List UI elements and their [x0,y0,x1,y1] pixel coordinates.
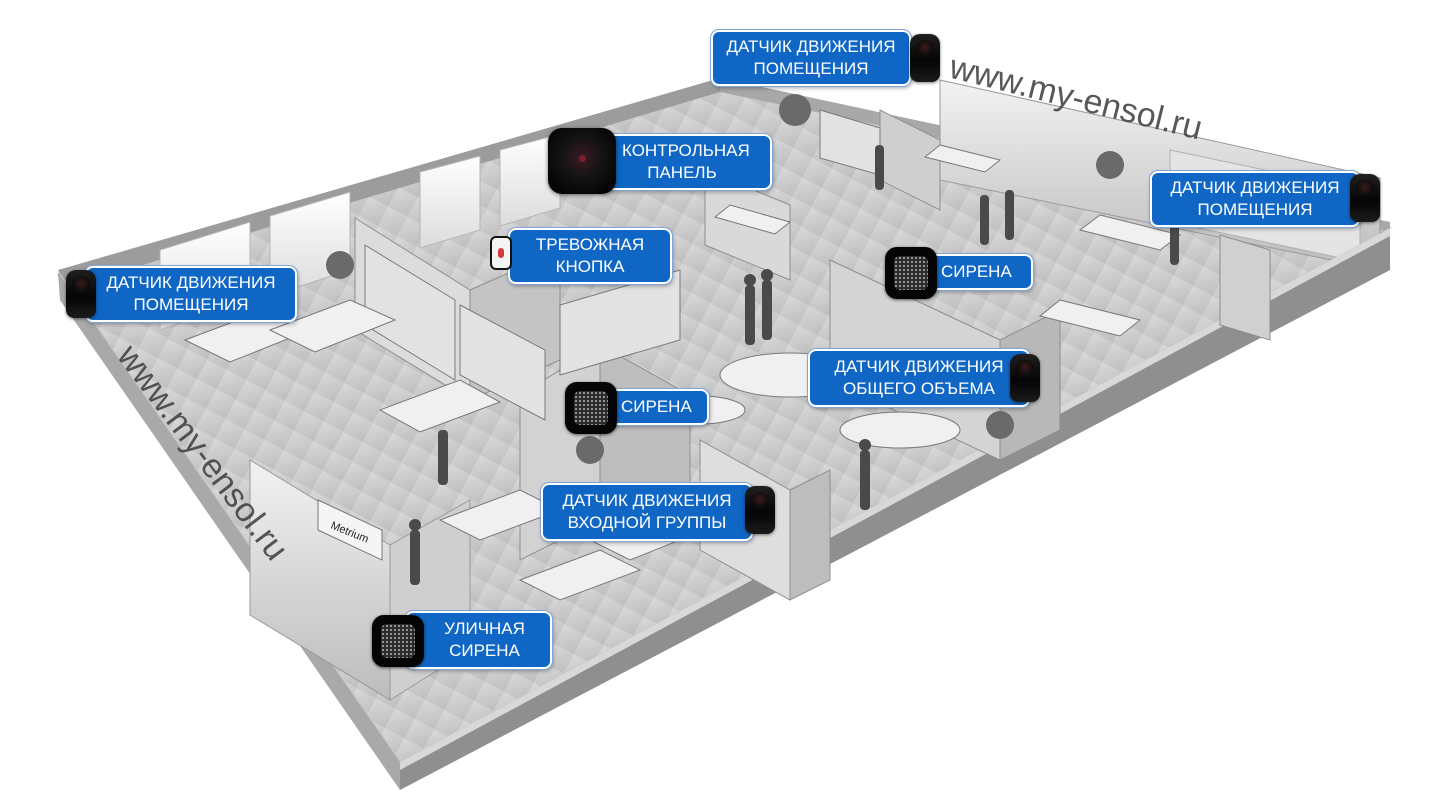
callout-line: ДАТЧИК ДВИЖЕНИЯ [726,37,896,56]
motion-sensor-icon [745,486,775,534]
callout-siren-center: СИРЕНА [925,254,1033,290]
callout-motion-top: ДАТЧИК ДВИЖЕНИЯ ПОМЕЩЕНИЯ [711,30,911,86]
callout-line: ПОМЕЩЕНИЯ [133,295,249,314]
callout-line: ДАТЧИК ДВИЖЕНИЯ [834,357,1004,376]
callout-line: УЛИЧНАЯ [444,619,525,638]
motion-sensor-icon [910,34,940,82]
callout-motion-common: ДАТЧИК ДВИЖЕНИЯ ОБЩЕГО ОБЪЕМА [808,349,1030,407]
callout-line: СИРЕНА [621,397,692,416]
callout-motion-entrance: ДАТЧИК ДВИЖЕНИЯ ВХОДНОЙ ГРУППЫ [541,483,753,541]
callout-control-panel: КОНТРОЛЬНАЯ ПАНЕЛЬ [602,134,772,190]
panic-button-icon [490,236,512,270]
callout-motion-left: ДАТЧИК ДВИЖЕНИЯ ПОМЕЩЕНИЯ [85,266,297,322]
callout-line: ПАНЕЛЬ [647,163,717,182]
motion-sensor-icon [1010,354,1040,402]
people [409,145,1179,585]
outdoor-siren-icon [372,615,424,667]
bookshelves [364,109,881,421]
siren-icon [885,247,937,299]
callout-line: ДАТЧИК ДВИЖЕНИЯ [1170,178,1340,197]
callout-line: ПОМЕЩЕНИЯ [753,59,869,78]
front-wall-left-face [58,272,400,790]
callout-line: КОНТРОЛЬНАЯ [622,141,750,160]
callout-line: ДАТЧИК ДВИЖЕНИЯ [562,491,732,510]
sign-board [317,499,383,561]
callout-line: ПОМЕЩЕНИЯ [1197,200,1313,219]
plants [326,94,1124,464]
callout-siren-left: СИРЕНА [605,389,709,425]
callout-panic-button: ТРЕВОЖНАЯ КНОПКА [508,228,672,284]
callout-line: СИРЕНА [449,641,520,660]
callout-line: СИРЕНА [941,262,1012,281]
motion-sensor-icon [66,270,96,318]
control-panel-hub-icon [548,128,616,194]
callout-outdoor-siren: УЛИЧНАЯ СИРЕНА [405,611,552,669]
motion-sensor-icon [1350,174,1380,222]
callout-motion-right: ДАТЧИК ДВИЖЕНИЯ ПОМЕЩЕНИЯ [1150,171,1360,227]
callout-line: ТРЕВОЖНАЯ [535,235,645,254]
callout-line: ОБЩЕГО ОБЪЕМА [843,379,995,398]
siren-icon [565,382,617,434]
callout-line: КНОПКА [555,257,625,276]
callout-line: ВХОДНОЙ ГРУППЫ [567,513,727,532]
callout-line: ДАТЧИК ДВИЖЕНИЯ [106,273,276,292]
